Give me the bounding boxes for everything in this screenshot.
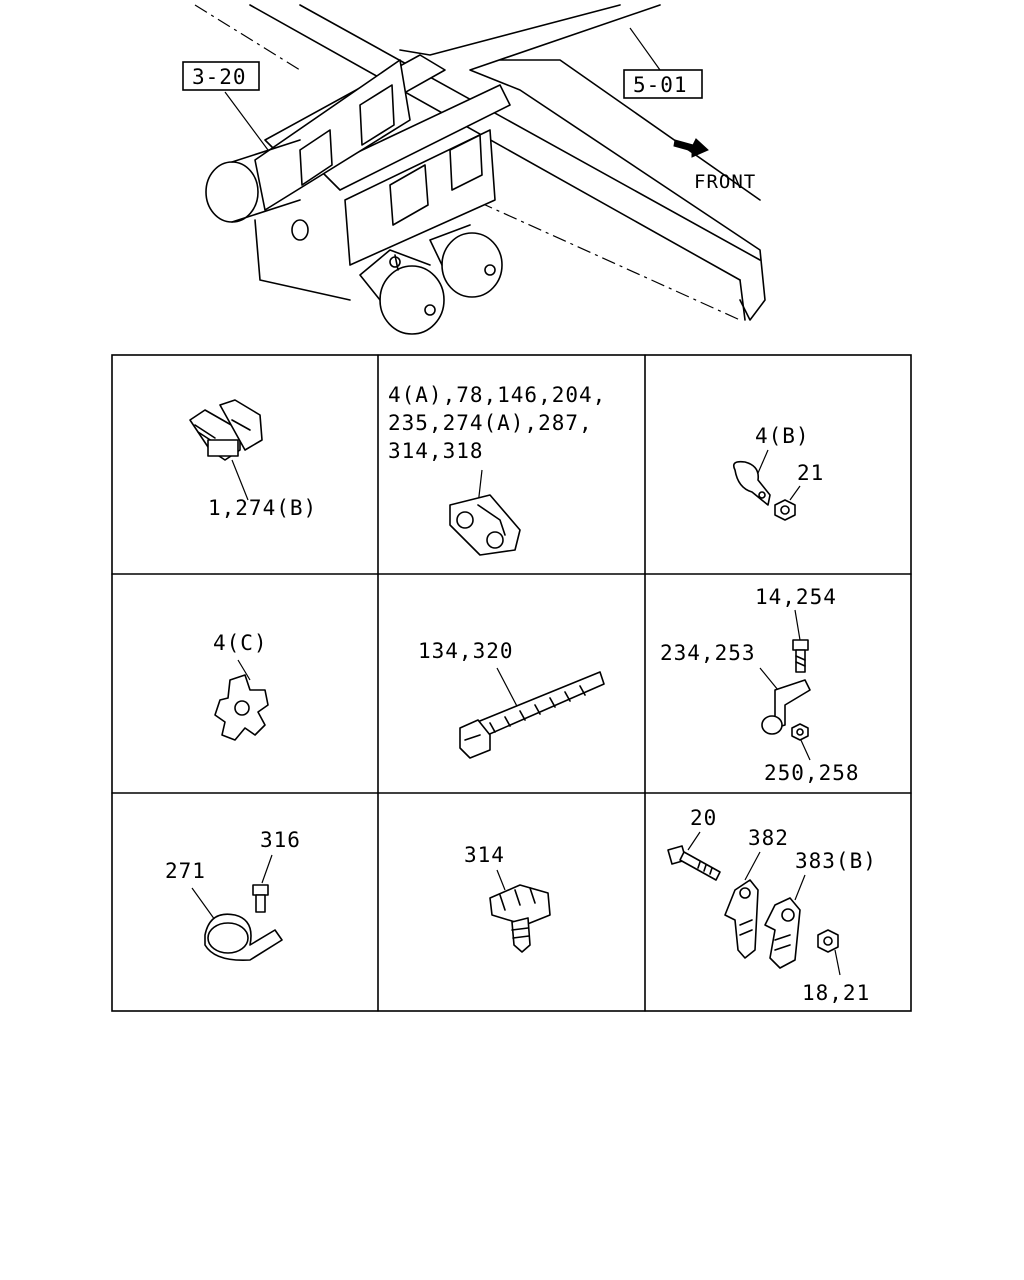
bolt-20-part-icon <box>667 845 721 881</box>
clip-314-part-icon <box>489 884 551 953</box>
bracket-383-part-icon <box>764 897 801 969</box>
cell-r2c2: 134,320 <box>418 639 605 759</box>
cell-r1c2: 4(A),78,146,204, 235,274(A),287, 314,318 <box>388 383 606 556</box>
overview-illustration <box>194 4 766 335</box>
ref-label-left: 3-20 <box>192 65 247 89</box>
cell-r3c3-label-2: 383(B) <box>795 849 877 873</box>
cell-r3c2-label-0: 314 <box>464 843 505 867</box>
cell-r1c3-label-1: 21 <box>797 461 824 485</box>
nut-250-part-icon <box>791 723 809 741</box>
cell-r1c1: 1,274(B) <box>189 399 317 520</box>
bracket-382-part-icon <box>724 879 759 959</box>
cell-r1c3: 4(B) 21 <box>732 424 824 521</box>
bolt-14-part-icon <box>792 639 809 673</box>
parts-grid <box>111 354 912 1012</box>
cell-r1c3-label-0: 4(B) <box>755 424 810 448</box>
cell-r3c1: 316 271 <box>165 828 301 962</box>
cell-r1c1-label-0: 1,274(B) <box>208 496 317 520</box>
p-clip-part-icon <box>732 460 771 506</box>
cable-tie-part-icon <box>459 671 605 759</box>
front-arrow-icon <box>673 138 709 158</box>
cell-r1c2-label-1: 235,274(A),287, <box>388 411 593 435</box>
cell-r3c2: 314 <box>464 843 551 953</box>
cell-r2c1: 4(C) <box>213 631 269 741</box>
nut-21-part-icon <box>774 499 796 521</box>
cell-r3c3: 20 382 383(B) 18,21 <box>667 806 877 1005</box>
ref-label-right: 5-01 <box>633 73 688 97</box>
cell-r3c1-label-0: 316 <box>260 828 301 852</box>
bolt-316-part-icon <box>252 884 269 913</box>
cell-r2c3-label-1: 234,253 <box>660 641 756 665</box>
cell-r2c3-label-0: 14,254 <box>755 585 837 609</box>
clip-1-part-icon <box>189 399 263 461</box>
ref-box-right: 5-01 <box>623 69 703 99</box>
cell-r3c3-label-1: 382 <box>748 826 789 850</box>
clip-double-part-icon <box>449 494 521 556</box>
p-clamp-271-part-icon <box>204 913 283 962</box>
bracket-234-part-icon <box>761 679 811 735</box>
cell-r2c2-label-0: 134,320 <box>418 639 514 663</box>
nut-18-part-icon <box>817 929 839 953</box>
ref-box-left: 3-20 <box>182 61 260 91</box>
cell-r1c2-label-2: 314,318 <box>388 439 484 463</box>
cell-r2c3: 14,254 234,253 250,258 <box>660 585 860 785</box>
star-clip-part-icon <box>214 674 269 741</box>
cell-r1c2-label-0: 4(A),78,146,204, <box>388 383 606 407</box>
cell-r3c3-label-3: 18,21 <box>802 981 870 1005</box>
cell-r3c1-label-1: 271 <box>165 859 206 883</box>
cell-r2c1-label-0: 4(C) <box>213 631 268 655</box>
cell-r2c3-label-2: 250,258 <box>764 761 860 785</box>
cell-r3c3-label-0: 20 <box>690 806 717 830</box>
front-label: FRONT <box>694 171 756 193</box>
